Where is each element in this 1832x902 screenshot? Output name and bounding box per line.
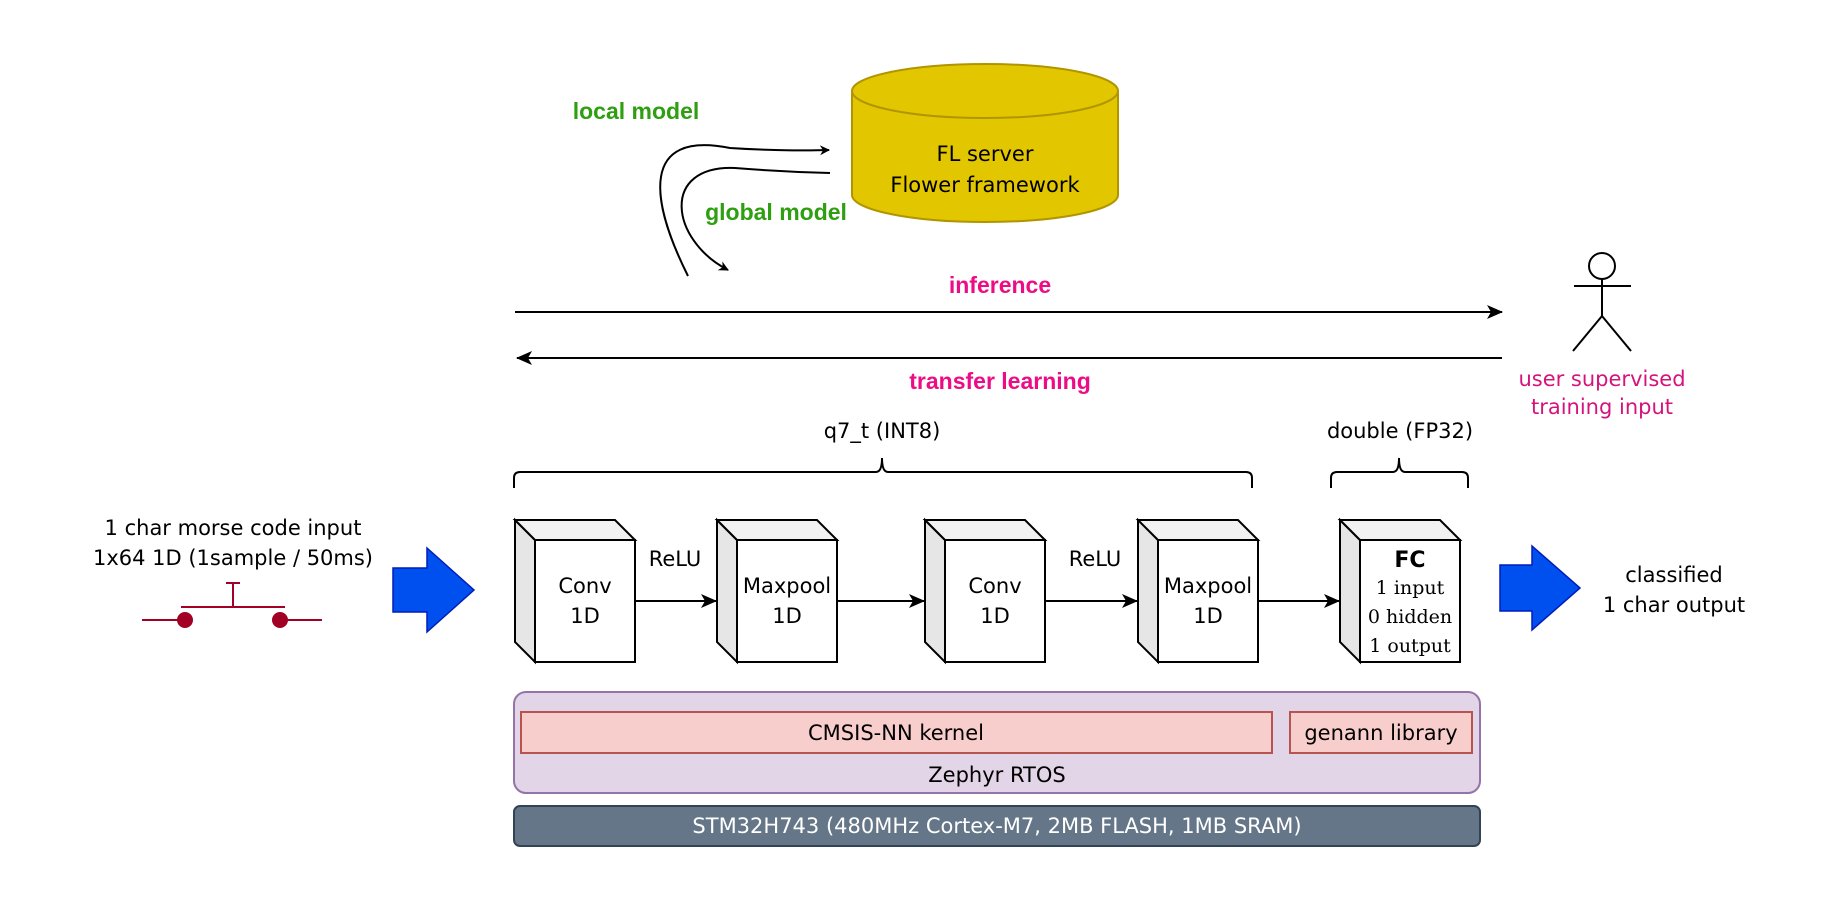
database-top <box>851 63 1119 119</box>
fc-title: FC <box>1394 548 1425 573</box>
layer-conv2: Conv 1D <box>922 517 1048 665</box>
transfer-learning-label: transfer learning <box>909 368 1091 394</box>
int8-label: q7_t (INT8) <box>824 419 941 444</box>
global-model-arrow <box>680 166 831 271</box>
mcu-label: STM32H743 (480MHz Cortex-M7, 2MB FLASH, … <box>692 814 1301 838</box>
user-line2: training input <box>1531 395 1673 419</box>
layer-label-line2: 1D <box>980 604 1010 628</box>
layer-label-line1: Maxpool <box>743 574 831 598</box>
mcu-box <box>513 805 1481 847</box>
activation-label: ReLU <box>649 547 702 571</box>
input-line2: 1x64 1D (1sample / 50ms) <box>93 546 373 570</box>
layer-maxpool1: Maxpool 1D <box>714 517 840 665</box>
cmsis-nn-box <box>520 711 1273 754</box>
input-line1: 1 char morse code input <box>105 516 362 540</box>
push-button-icon <box>142 582 322 628</box>
layer-label-line2: 1D <box>1193 604 1223 628</box>
fc-line: 1 output <box>1369 635 1451 657</box>
layer-label-line2: 1D <box>570 604 600 628</box>
database-icon <box>851 91 1119 223</box>
fl-server: FL server Flower framework <box>851 63 1119 223</box>
layer-maxpool2: Maxpool 1D <box>1135 517 1261 665</box>
user-icon <box>1572 252 1632 352</box>
fc-line: 0 hidden <box>1368 606 1452 628</box>
layer-label-line1: Conv <box>558 574 611 598</box>
cmsis-nn-label: CMSIS-NN kernel <box>808 721 984 745</box>
fp32-brace <box>1330 457 1469 488</box>
server-line1: FL server <box>937 142 1034 166</box>
server-line2: Flower framework <box>890 173 1080 197</box>
layer-label-line1: Conv <box>968 574 1021 598</box>
input-blue-arrow <box>392 546 476 634</box>
zephyr-rtos-label: Zephyr RTOS <box>928 763 1065 787</box>
int8-brace <box>513 457 1253 488</box>
user-line1: user supervised <box>1518 367 1685 391</box>
local-model-label: local model <box>573 98 700 124</box>
output-line2: 1 char output <box>1603 593 1745 617</box>
genann-label: genann library <box>1304 721 1457 745</box>
genann-box <box>1289 711 1473 754</box>
fc-line: 1 input <box>1376 577 1445 599</box>
layer-label-line1: Maxpool <box>1164 574 1252 598</box>
output-line1: classified <box>1625 563 1722 587</box>
activation-label: ReLU <box>1069 547 1122 571</box>
local-model-arrow <box>659 144 830 277</box>
global-model-label: global model <box>705 199 847 225</box>
layer-label-line2: 1D <box>772 604 802 628</box>
layer-fc: FC 1 input 0 hidden 1 output <box>1337 517 1463 665</box>
layer-conv1: Conv 1D <box>512 517 638 665</box>
output-blue-arrow <box>1499 544 1582 632</box>
inference-label: inference <box>949 272 1051 298</box>
fp32-label: double (FP32) <box>1327 419 1473 443</box>
